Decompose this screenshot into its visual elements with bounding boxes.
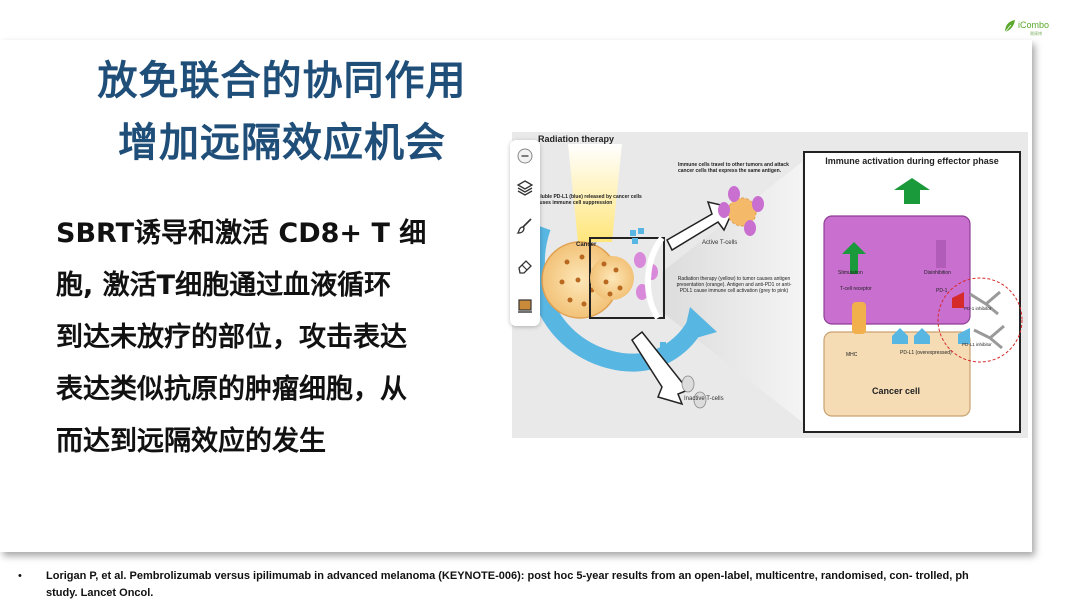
pd1-inhibitor-label: PD-1 inhibitor (964, 306, 992, 311)
blue-arrow-head (682, 307, 717, 342)
immunotherapy-figure: Radiation therapy Cancer Active T-c (512, 132, 1028, 438)
disinhibition-label: Disinhibition (924, 270, 951, 276)
stimulation-label: Stimulation (838, 270, 863, 276)
disinhibition-bar (936, 240, 946, 268)
tcell-receptor-label: T-cell receptor (840, 286, 872, 292)
mhc-label: MHC (846, 352, 858, 358)
brush-icon (516, 218, 532, 234)
minus-button[interactable] (515, 146, 535, 166)
layers-icon (516, 180, 534, 196)
slide-button[interactable] (515, 296, 535, 316)
eraser-icon (518, 260, 532, 274)
body-line: 而达到远隔效应的发生 (56, 426, 326, 457)
zoom-tumor (590, 256, 634, 300)
active-tcells (718, 186, 764, 236)
inactive-tcells-label: Inactive T-cells (684, 396, 724, 402)
title-line-2: 增加远隔效应机会 (118, 120, 446, 166)
body-line: 到达未放疗的部位，攻击表达 (56, 322, 407, 353)
immune-title-wrap: Immune activation during effector phase (825, 156, 999, 166)
zoom-antigen-dots (601, 261, 623, 297)
minus-icon (517, 148, 533, 164)
white-arrow-up (666, 200, 736, 252)
logo-sub: 爾康博 (1030, 31, 1042, 36)
antibody-shapes (969, 290, 1005, 350)
cancer-cell-box (823, 331, 971, 417)
icombo-logo: iCombo 爾康博 (1004, 17, 1074, 39)
title-line-1: 放免联合的协同作用 (97, 58, 467, 104)
highlight-circle (937, 277, 1023, 363)
body-line: 表达类似抗原的肿瘤细胞，从 (56, 374, 407, 405)
eraser-button[interactable] (515, 256, 535, 276)
mhc-receptor (852, 302, 866, 334)
radiation-desc-note: Radiation therapy (yellow) to tumor caus… (676, 276, 792, 294)
slide-title: 放免联合的协同作用 增加远隔效应机会 (72, 50, 492, 174)
radiation-beam (568, 144, 622, 242)
figure-svg: Radiation therapy Cancer Active T-c (512, 132, 1028, 438)
immune-travel-wrap: Immune cells travel to other tumors and … (678, 162, 789, 174)
effector-green-arrow (894, 178, 930, 204)
pd1-inhibitor-block (952, 292, 964, 308)
tcell-box (823, 215, 971, 325)
pdl1-inhibitor-block (958, 328, 970, 344)
footer-reference: • Lorigan P, et al. Pembrolizumab versus… (0, 562, 1080, 608)
inactive-tcells (681, 375, 707, 409)
top-band (0, 0, 1080, 40)
body-line: SBRT诱导和激活 CD8+ T 细 (56, 218, 427, 249)
active-tcells-label: Active T-cells (702, 240, 737, 246)
stimulation-arrow (842, 242, 866, 274)
radiation-desc-wrap: Radiation therapy (yellow) to tumor caus… (676, 276, 792, 294)
reference-line-2: study. Lancet Oncol. (46, 587, 154, 599)
cancer-label: Cancer (576, 242, 597, 248)
logo-name: iCombo (1018, 20, 1050, 30)
soluble-pdl1-dots (630, 228, 670, 356)
cancer-cell-label: Cancer cell (872, 386, 920, 396)
pdl1-markers (892, 328, 930, 344)
pdl1-inhibitor-label: PD-L1 inhibitor (962, 342, 992, 347)
pd1-label: PD-1 (936, 288, 948, 294)
body-paragraph: SBRT诱导和激活 CD8+ T 细 胞, 激活T细胞通过血液循环 到达未放疗的… (56, 208, 476, 468)
vessel-curve (645, 236, 665, 320)
body-line: 胞, 激活T细胞通过血液循环 (56, 270, 392, 301)
annotation-toolbar (510, 140, 540, 326)
soluble-pdl1-note: Soluble PD-L1 (blue) released by cancer … (534, 194, 642, 206)
footer-bullet: • (18, 570, 22, 582)
distant-tumor (727, 197, 757, 227)
slide-icon (518, 299, 532, 313)
leaf-icon (1004, 20, 1015, 33)
radiation-title: Radiation therapy (538, 134, 614, 144)
brush-button[interactable] (515, 216, 535, 236)
reference-line-1: Lorigan P, et al. Pembrolizumab versus i… (46, 570, 969, 582)
soluble-pdl1-note-wrap: Soluble PD-L1 (blue) released by cancer … (534, 194, 642, 206)
immune-travel-note: Immune cells travel to other tumors and … (678, 162, 789, 174)
immune-title: Immune activation during effector phase (825, 156, 999, 166)
zoom-funnel (662, 162, 802, 422)
pdl1-label: PD-L1 (overexpressed) (900, 350, 952, 356)
reference-text: Lorigan P, et al. Pembrolizumab versus i… (46, 568, 1080, 602)
layers-button[interactable] (515, 178, 535, 198)
